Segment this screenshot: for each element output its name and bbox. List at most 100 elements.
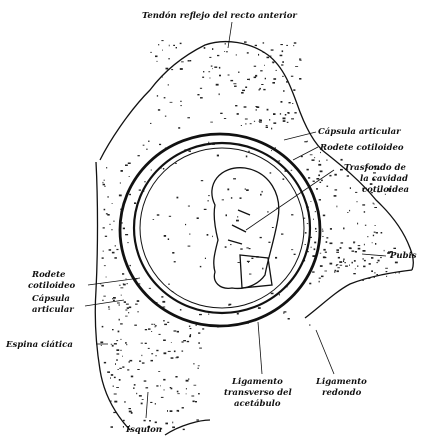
stipple-dot <box>121 170 123 172</box>
stipple-dot <box>314 157 315 158</box>
stipple-dot <box>161 397 164 398</box>
stipple-dot <box>249 79 250 81</box>
stipple-dot <box>291 170 293 171</box>
stipple-dot <box>122 273 124 275</box>
stipple-dot <box>255 45 257 46</box>
stipple-dot <box>180 309 182 310</box>
stipple-dot <box>107 196 109 197</box>
stipple-dot <box>343 259 344 261</box>
stipple-dot <box>330 228 332 230</box>
stipple-dot <box>203 71 204 72</box>
stipple-dot <box>177 331 179 333</box>
stipple-dot <box>207 234 209 236</box>
stipple-dot <box>352 262 353 264</box>
stipple-dot <box>149 288 151 289</box>
stipple-dot <box>260 194 262 196</box>
stipple-dot <box>110 401 112 402</box>
stipple-dot <box>120 183 121 184</box>
stipple-dot <box>175 376 177 378</box>
label-isquion: Isquion <box>125 425 162 435</box>
stipple-dot <box>373 235 374 237</box>
stipple-dot <box>299 59 301 60</box>
stipple-dot <box>312 271 315 272</box>
stipple-dot <box>200 97 203 98</box>
stipple-dot <box>150 123 151 124</box>
stipple-dot <box>128 163 131 165</box>
stipple-dot <box>124 401 126 402</box>
stipple-dot <box>259 120 262 122</box>
stipple-dot <box>233 83 236 84</box>
stipple-dot <box>109 249 112 251</box>
stipple-dot <box>260 237 262 238</box>
stipple-dot <box>103 227 105 228</box>
leader-isquion <box>146 392 148 418</box>
stipple-dot <box>385 268 388 269</box>
stipple-dot <box>103 184 105 186</box>
stipple-dot <box>172 427 175 429</box>
stipple-dot <box>168 284 169 286</box>
stipple-dot <box>241 92 244 94</box>
stipple-dot <box>134 384 136 386</box>
stipple-dot <box>316 231 317 232</box>
stipple-dot <box>129 408 132 409</box>
stipple-dot <box>212 68 213 69</box>
stipple-dot <box>114 343 117 344</box>
stipple-dot <box>151 170 152 171</box>
stipple-dot <box>238 262 240 263</box>
stipple-dot <box>156 355 157 356</box>
stipple-dot <box>168 58 170 59</box>
stipple-dot <box>217 155 219 157</box>
stipple-dot <box>247 261 250 262</box>
stipple-dot <box>123 420 125 421</box>
stipple-dot <box>263 89 265 90</box>
stipple-dot <box>123 426 124 428</box>
stipple-dot <box>219 67 220 69</box>
stipple-dot <box>280 113 281 114</box>
stipple-dot <box>293 89 295 91</box>
stipple-dot <box>134 202 136 204</box>
stipple-dot <box>393 248 396 249</box>
stipple-dot <box>318 164 321 166</box>
stipple-dot <box>155 403 156 405</box>
stipple-dot <box>363 266 365 268</box>
stipple-dot <box>322 230 323 232</box>
stipple-dot <box>139 190 141 191</box>
stipple-dot <box>125 310 127 311</box>
stipple-dot <box>355 268 356 269</box>
stipple-dot <box>307 141 308 142</box>
stipple-dot <box>305 232 307 234</box>
stipple-dot <box>374 207 377 208</box>
stipple-dot <box>122 356 123 357</box>
stipple-dot <box>234 86 237 87</box>
stipple-dot <box>113 412 116 413</box>
stipple-dot <box>204 47 206 49</box>
stipple-dot <box>354 260 356 262</box>
stipple-dot <box>240 197 242 199</box>
stipple-dot <box>165 116 166 117</box>
stipple-dot <box>185 224 186 225</box>
stipple-dot <box>113 221 114 222</box>
stipple-dot <box>219 93 220 95</box>
stipple-dot <box>115 363 116 365</box>
stipple-dot <box>177 393 179 394</box>
stipple-dot <box>156 61 157 62</box>
stipple-dot <box>364 260 366 261</box>
stipple-dot <box>112 252 115 254</box>
stipple-dot <box>196 419 199 420</box>
stipple-dot <box>307 223 308 224</box>
stipple-dot <box>373 203 374 205</box>
stipple-dot <box>127 283 128 284</box>
stipple-dot <box>107 371 110 373</box>
stipple-dot <box>150 402 152 403</box>
stipple-dot <box>255 106 257 107</box>
stipple-dot <box>119 195 122 197</box>
stipple-dot <box>177 197 179 199</box>
stipple-dot <box>231 197 232 199</box>
stipple-dot <box>112 298 113 299</box>
stipple-dot <box>309 324 310 326</box>
stipple-dot <box>242 90 245 91</box>
label-lig-redondo-2: redondo <box>322 388 362 398</box>
stipple-dot <box>190 60 191 61</box>
stipple-dot <box>180 105 181 106</box>
stipple-dot <box>174 330 177 331</box>
